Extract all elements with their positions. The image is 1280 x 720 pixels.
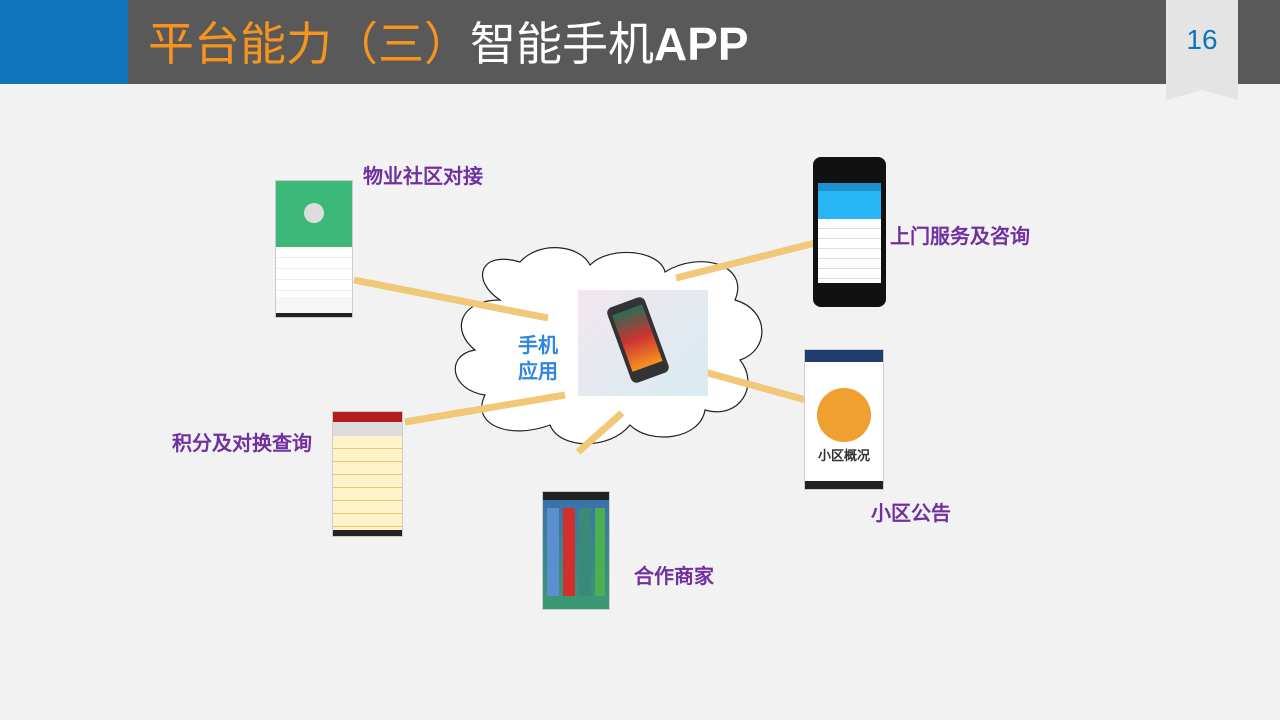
page-number: 16 [1186,24,1218,55]
title-part: 平台能力（三） [148,17,470,71]
merchant-app-screenshot [542,491,610,610]
node-label-property: 物业社区对接 [363,164,483,188]
node-label-home-service: 上门服务及咨询 [890,224,1030,248]
connector [353,276,549,322]
page-title: 平台能力（三）智能手机APP [148,14,749,74]
title-part: 智能手机 [470,17,654,71]
center-label: 手机应用 [518,332,558,384]
node-label-merchant: 合作商家 [634,564,714,588]
header-accent [0,0,128,84]
header-bar [128,0,1280,84]
connector [404,391,566,426]
center-phone-image [578,290,708,396]
notice-app-screenshot: 小区概况 [804,349,884,490]
node-label-points: 积分及对换查询 [172,431,312,455]
title-part: APP [654,18,749,70]
center-label-line: 手机 [518,333,558,357]
page-number-badge: 16 [1166,0,1238,100]
property-app-screenshot [275,180,353,318]
home-service-app-screenshot [813,157,886,307]
connector [575,410,625,455]
points-app-screenshot [332,411,403,537]
node-label-notice: 小区公告 [871,501,951,525]
connector [675,239,816,282]
connector [689,364,807,404]
screen-title: 小区概况 [817,449,870,464]
center-label-line: 应用 [518,359,558,383]
